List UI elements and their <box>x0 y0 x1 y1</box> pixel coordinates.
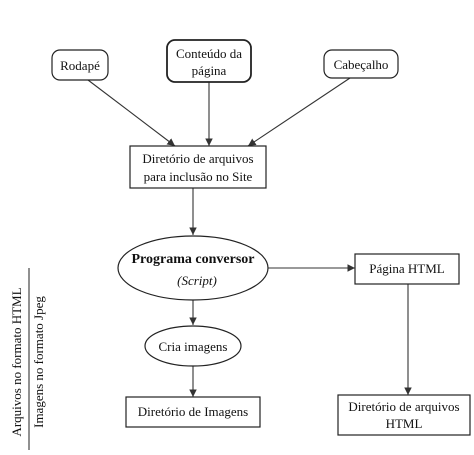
node-cria-imagens-label: Cria imagens <box>159 339 228 354</box>
node-programa-title: Programa conversor <box>132 252 255 267</box>
node-diretorio-html-line-2: HTML <box>386 416 423 431</box>
node-conteudo-label-line-2: página <box>192 63 227 78</box>
edge-cabecalho-to-diretorio <box>247 77 351 147</box>
node-pagina-html: Página HTML <box>354 253 460 285</box>
node-diretorio-html-line-1: Diretório de arquivos <box>348 399 459 414</box>
node-cria-imagens: Cria imagens <box>144 325 242 367</box>
node-programa-conversor: Programa conversor (Script) <box>117 235 269 301</box>
node-diretorio-html: Diretório de arquivos HTML <box>337 394 471 436</box>
node-cabecalho-label: Cabeçalho <box>334 57 389 72</box>
legend-bottom-text: Imagens no formato Jpeg <box>31 296 46 428</box>
node-diretorio-site-line-2: para inclusão no Site <box>144 169 253 184</box>
node-programa-subtitle: (Script) <box>177 273 217 288</box>
node-diretorio-imagens-label: Diretório de Imagens <box>138 404 248 419</box>
node-rodape-label: Rodapé <box>60 58 100 73</box>
node-rodape: Rodapé <box>51 49 109 81</box>
node-pagina-html-label: Página HTML <box>369 261 445 276</box>
node-conteudo-label-line-1: Conteúdo da <box>176 46 242 61</box>
node-diretorio-site-line-1: Diretório de arquivos <box>142 151 253 166</box>
edge-rodape-to-diretorio <box>87 79 176 147</box>
legend: Arquivos no formato HTML Imagens no form… <box>9 268 46 450</box>
node-diretorio-site: Diretório de arquivos para inclusão no S… <box>129 145 267 189</box>
node-cabecalho: Cabeçalho <box>323 49 399 79</box>
node-conteudo-da-pagina: Conteúdo da página <box>166 39 252 83</box>
node-diretorio-imagens: Diretório de Imagens <box>125 396 261 428</box>
legend-top-text: Arquivos no formato HTML <box>9 287 24 436</box>
